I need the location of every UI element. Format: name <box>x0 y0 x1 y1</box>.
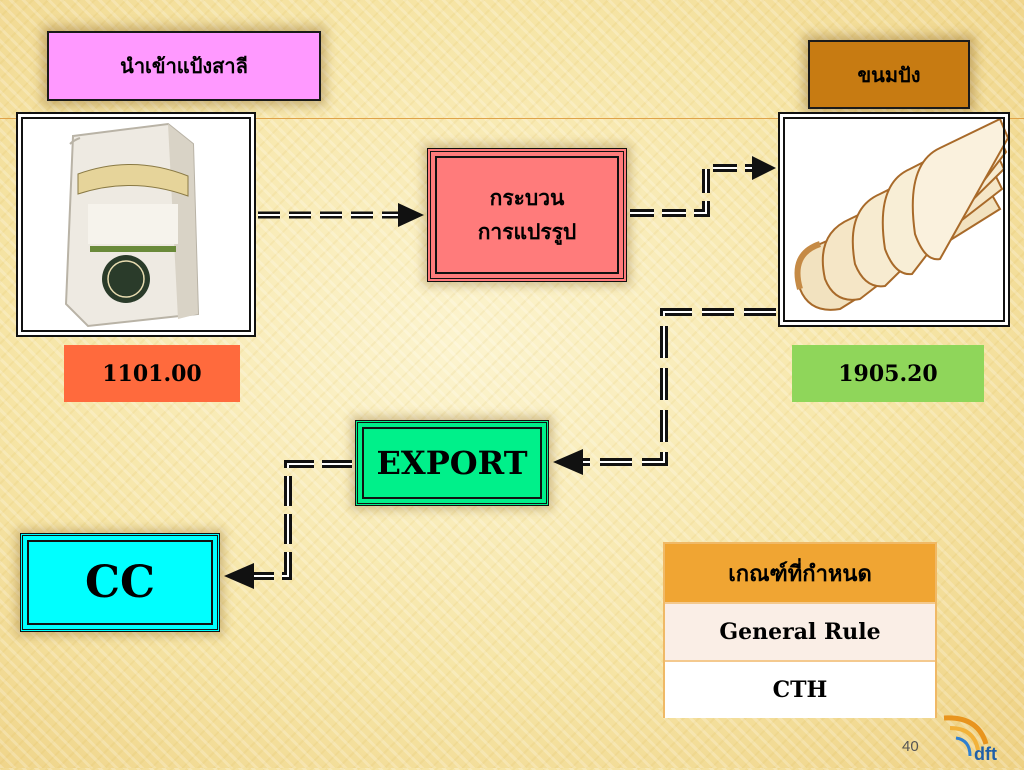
page-number: 40 <box>902 738 919 755</box>
criteria-table-row: General Rule <box>665 604 935 662</box>
arrowhead <box>398 203 424 227</box>
source-product-label: นำเข้าแป้งสาลี <box>47 31 321 101</box>
target-product-label: ขนมปัง <box>808 40 970 109</box>
arrow-export-to-cc <box>254 460 352 580</box>
arrowhead <box>224 563 254 589</box>
export-box: EXPORT <box>355 420 549 506</box>
logo-text: dft <box>974 744 997 764</box>
process-line-2: การแปรรูป <box>477 219 577 244</box>
arrowhead <box>752 156 776 180</box>
destination-box: CC <box>20 533 220 632</box>
arrow-bread-to-export <box>583 308 776 466</box>
flour-bag-icon <box>16 112 256 337</box>
criteria-table-row: CTH <box>665 662 935 718</box>
target-hs-code: 1905.20 <box>792 345 984 402</box>
process-line-1: กระบวน <box>489 185 565 210</box>
bread-slices-icon <box>778 112 1010 327</box>
arrowhead <box>553 449 583 475</box>
processing-step-box: กระบวน การแปรรูป <box>427 148 627 282</box>
dft-logo-icon <box>938 710 1018 766</box>
criteria-table: เกณฑ์ที่กำหนด General Rule CTH <box>663 542 937 718</box>
criteria-table-header: เกณฑ์ที่กำหนด <box>665 544 935 604</box>
header-divider <box>0 118 1024 119</box>
arrow-process-to-bread <box>630 164 752 217</box>
source-hs-code: 1101.00 <box>64 345 240 402</box>
